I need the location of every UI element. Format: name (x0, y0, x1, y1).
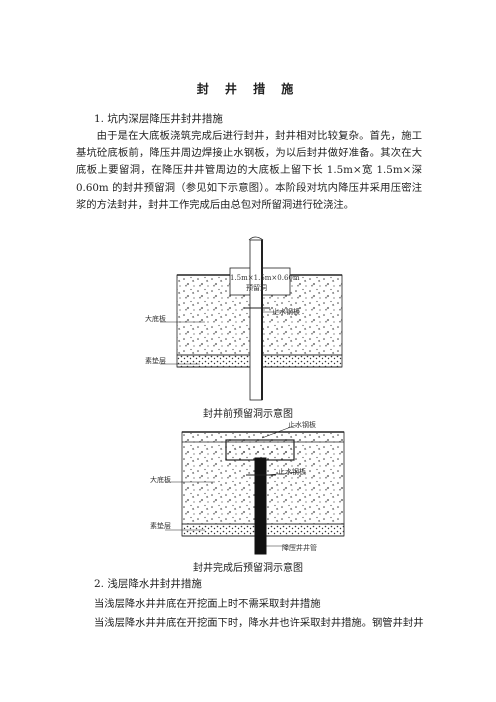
fig1-slab-label: 大底板 (145, 314, 166, 323)
fig2-pipe (254, 457, 267, 555)
section-2-line-1: 当浅层降水井井底在开挖面上时不需采取封井措施 (94, 598, 321, 610)
section-2-heading: 2. 浅层降水井封井措施 (94, 578, 202, 590)
fig2-slab-label: 大底板 (150, 475, 171, 484)
document-title: 封 井 措 施 (196, 82, 300, 96)
section-1-heading: 1. 坑内深层降压井封井措施 (94, 113, 223, 125)
figure-1-diagram: 1.5m×1.5m×0.60m 预留洞 大底板 素垫层 止水钢板 (145, 236, 343, 401)
fig2-filled-hole (225, 439, 295, 461)
figure-1-caption: 封井前预留洞示意图 (203, 409, 293, 420)
fig1-dim-label: 1.5m×1.5m×0.60m (230, 274, 300, 282)
fig2-mid-steel-label: 止水钢板 (278, 467, 306, 476)
fig1-pipe (249, 239, 263, 401)
figure-2-diagram: 止水钢板 止水钢板 大底板 素垫层 降压井井管 (150, 420, 345, 555)
fig2-cushion-label: 素垫层 (150, 521, 171, 530)
fig2-top-steel-label: 止水钢板 (288, 420, 316, 429)
fig2-pipe-label: 降压井井管 (282, 543, 317, 552)
fig1-cushion-label: 素垫层 (145, 356, 166, 365)
figure-2-caption: 封井完成后预留洞示意图 (193, 563, 303, 574)
section-2-line-2: 当浅层降水井井底在开挖面下时，降水井也许采取封井措施。钢管井封井措 (94, 617, 424, 629)
fig1-hole-label: 预留洞 (246, 283, 267, 292)
fig1-steel-label: 止水钢板 (272, 307, 300, 316)
section-1-paragraph: 由于是在大底板浇筑完成后进行封井，封井相对比较复杂。首先，施工基坑砼底板前，降压… (76, 130, 422, 211)
